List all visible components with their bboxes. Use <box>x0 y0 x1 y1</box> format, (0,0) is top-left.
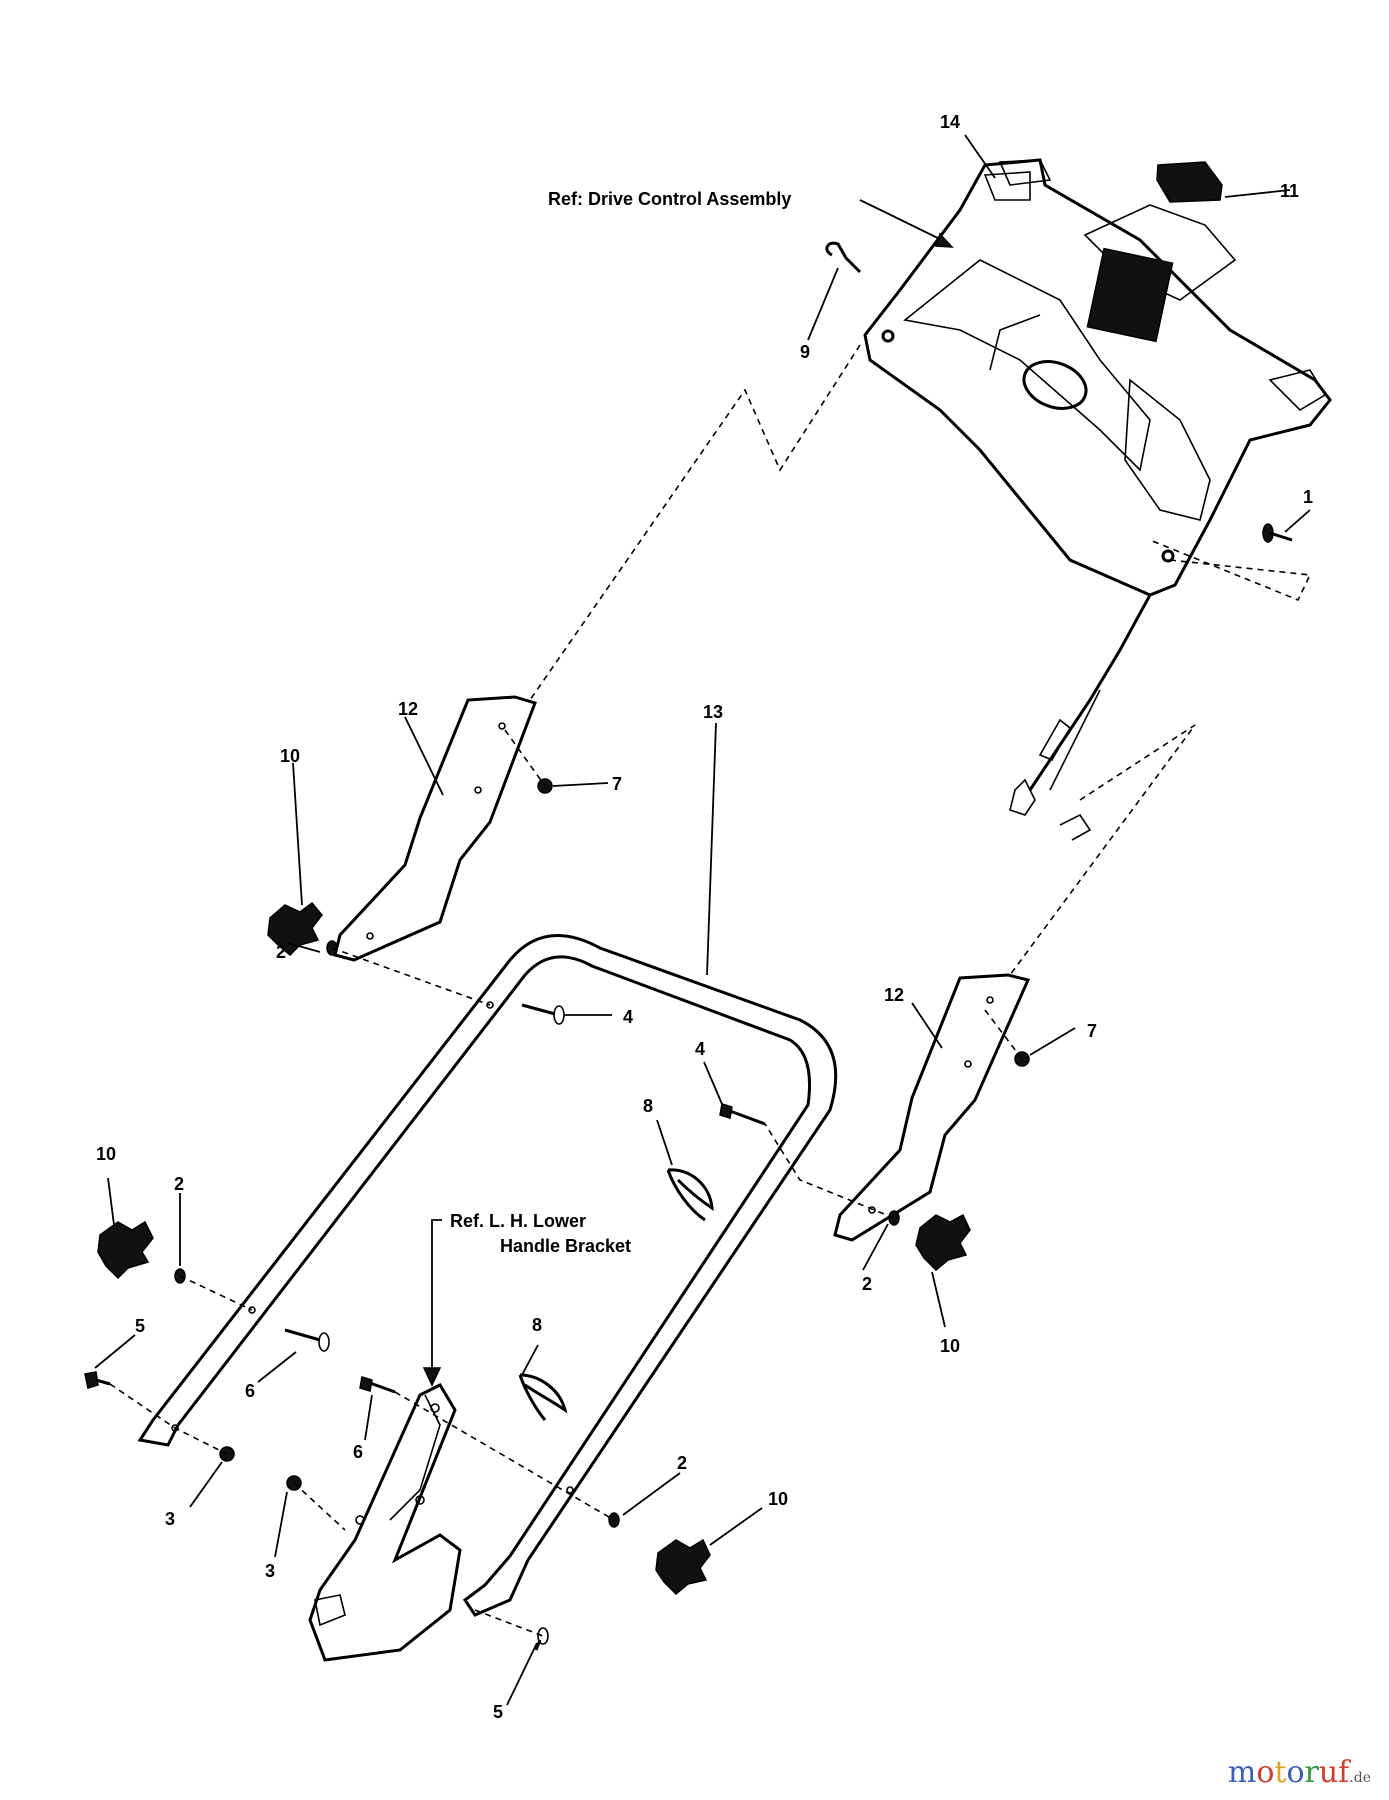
label-14: 14 <box>940 112 960 132</box>
part-14-end-cap <box>998 159 1052 186</box>
part-5-screws <box>84 1371 549 1651</box>
drive-control-assembly <box>863 158 1332 841</box>
callout-labels: 1 2 2 2 2 3 3 4 4 5 5 6 6 7 7 8 8 9 10 1… <box>96 112 1313 1722</box>
label-4: 4 <box>623 1007 633 1027</box>
part-10-knob-c <box>915 1213 971 1272</box>
label-2: 2 <box>276 942 286 962</box>
watermark-letter: o <box>1286 1755 1305 1790</box>
part-12-upper-handle-left <box>333 695 537 962</box>
lower-handle-bracket <box>308 1383 462 1662</box>
part-2-washers <box>174 940 900 1528</box>
watermark-letter: uf <box>1318 1755 1350 1790</box>
label-3: 3 <box>165 1509 175 1529</box>
part-10-knob-d <box>655 1538 711 1596</box>
part-9-hook <box>825 241 862 274</box>
label-4: 4 <box>695 1039 705 1059</box>
part-11-grip <box>1156 161 1223 203</box>
label-9: 9 <box>800 342 810 362</box>
ref-lower-bracket-line1: Ref. L. H. Lower <box>450 1211 586 1231</box>
label-2: 2 <box>174 1174 184 1194</box>
label-2: 2 <box>862 1274 872 1294</box>
label-1: 1 <box>1303 487 1313 507</box>
ref-drive-control-assembly: Ref: Drive Control Assembly <box>548 189 791 209</box>
label-5: 5 <box>493 1702 503 1722</box>
watermark-letter: m <box>1227 1755 1257 1790</box>
label-8: 8 <box>643 1096 653 1116</box>
label-11: 11 <box>1280 181 1299 201</box>
part-4-bolts <box>521 1003 766 1126</box>
label-13: 13 <box>703 702 723 722</box>
part-3-nuts <box>219 1446 302 1491</box>
label-10: 10 <box>768 1489 788 1509</box>
part-13-lower-handle <box>137 934 838 1617</box>
watermark-letter: r <box>1304 1755 1319 1790</box>
label-10: 10 <box>940 1336 960 1356</box>
ref-lower-bracket-line2: Handle Bracket <box>500 1236 631 1256</box>
part-8-hairpins <box>518 1168 714 1421</box>
leader-lines <box>94 134 1311 1706</box>
part-7-nuts <box>537 778 1030 1067</box>
watermark-suffix: .de <box>1349 1770 1371 1786</box>
part-1-bolt <box>1262 523 1293 543</box>
part-10-knob-b <box>97 1220 154 1280</box>
part-10-knob-a <box>267 901 323 957</box>
label-7: 7 <box>612 774 622 794</box>
label-2: 2 <box>677 1453 687 1473</box>
motoruf-watermark: motoruf.de <box>1228 1755 1371 1790</box>
label-3: 3 <box>265 1561 275 1581</box>
label-10: 10 <box>96 1144 116 1164</box>
part-12-upper-handle-right <box>833 973 1031 1242</box>
label-6: 6 <box>353 1442 363 1462</box>
watermark-letter: o <box>1256 1755 1275 1790</box>
watermark-letter: t <box>1274 1755 1287 1790</box>
label-12: 12 <box>884 985 904 1005</box>
label-7: 7 <box>1087 1021 1097 1041</box>
label-5: 5 <box>135 1316 145 1336</box>
label-8: 8 <box>532 1315 542 1335</box>
label-6: 6 <box>245 1381 255 1401</box>
label-12: 12 <box>398 699 418 719</box>
part-6-bolts <box>284 1328 396 1394</box>
label-10: 10 <box>280 746 300 766</box>
alignment-lines <box>109 344 1312 1637</box>
